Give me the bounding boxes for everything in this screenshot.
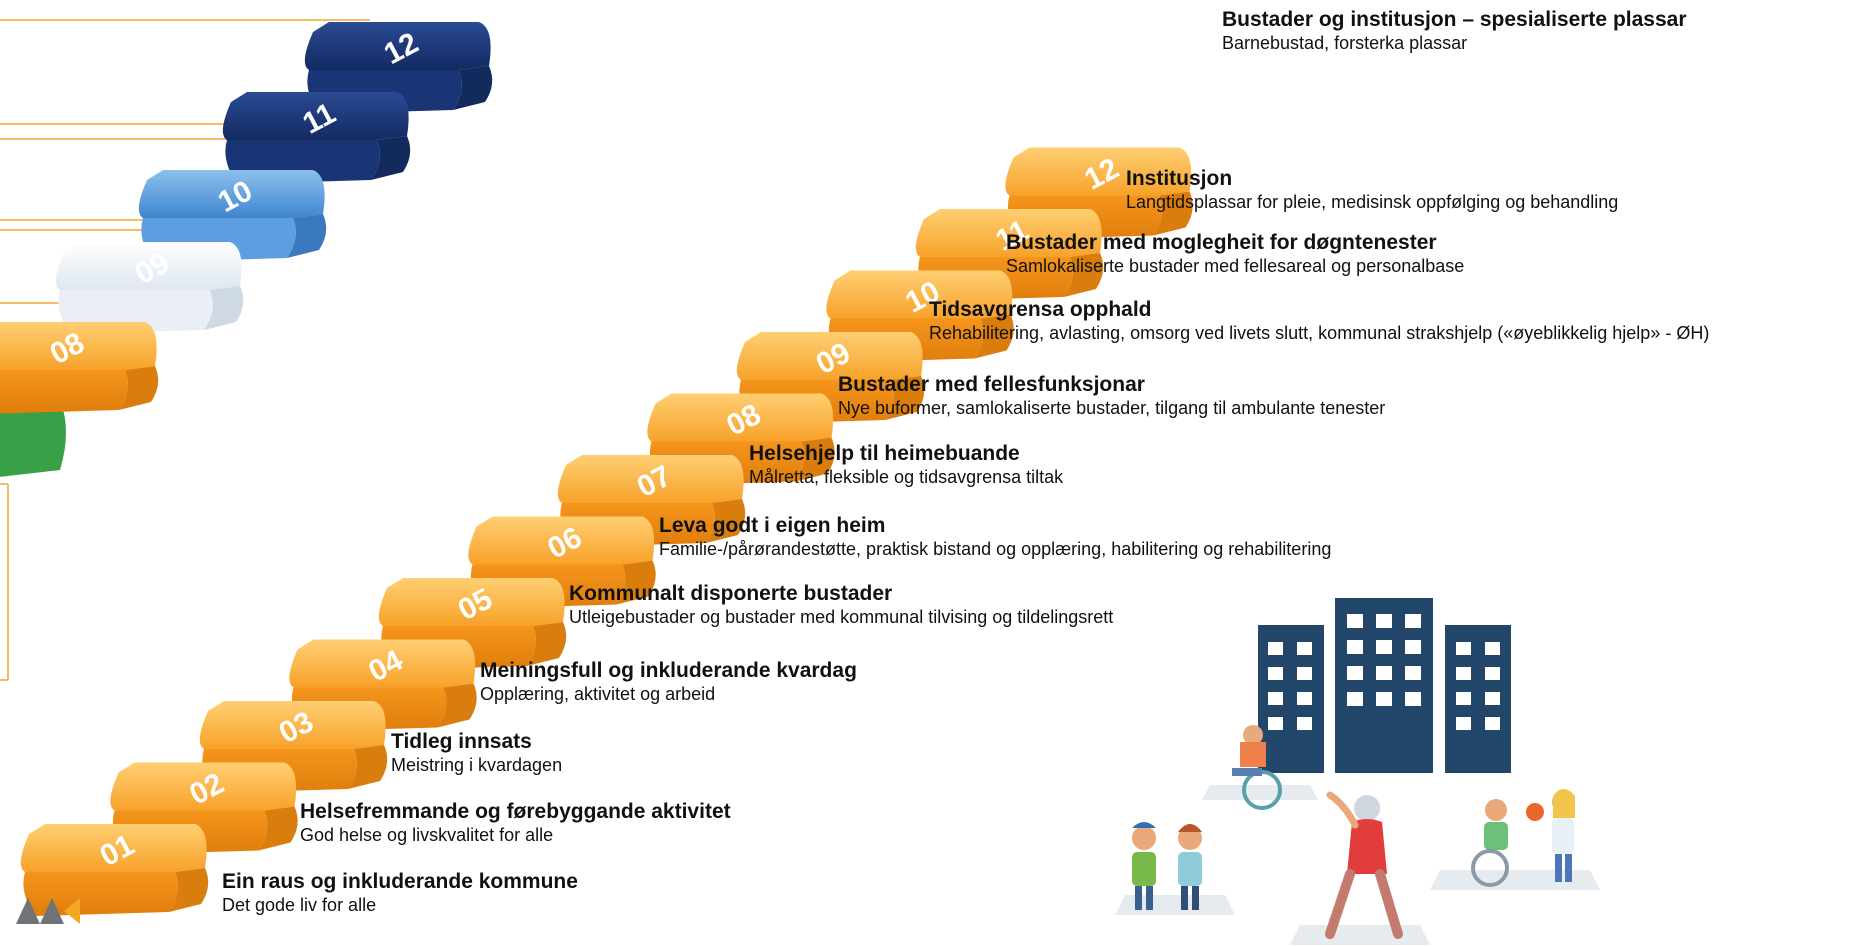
step-subtitle: Opplæring, aktivitet og arbeid (480, 684, 716, 705)
step-subtitle: Utleigebustader og bustader med kommunal… (569, 607, 1114, 628)
step-subtitle: Det gode liv for alle (222, 895, 377, 916)
step-08-top (647, 393, 834, 442)
step-05-top (378, 578, 565, 626)
step-01-side (169, 868, 209, 912)
step-11-top (915, 209, 1102, 257)
step-12-side (1153, 191, 1193, 236)
step-subtitle: Meistring i kvardagen (391, 755, 563, 776)
step-07-side (706, 499, 746, 543)
left-step-08-top (0, 322, 157, 370)
step-10-top (826, 270, 1013, 319)
step-09-top (736, 332, 923, 380)
city-people-illustration (1115, 598, 1600, 945)
step-title: Tidsavgrensa opphald (929, 298, 1152, 321)
step-title: Bustader med fellesfunksjonar (838, 373, 1145, 396)
step-title: Kommunalt disponerte bustader (569, 582, 893, 605)
left-step-10-side (287, 214, 327, 258)
step-10-side (974, 314, 1014, 359)
left-step-09-side (204, 286, 244, 330)
left-step-07-partial (0, 400, 66, 477)
left-step-08-side (119, 366, 159, 410)
step-label-12: Bustader og institusjon – spesialiserte … (1222, 8, 1687, 54)
building-windows (1268, 614, 1500, 730)
left-step-12-top (304, 22, 491, 70)
step-label-10: Bustader med moglegheit for døgntenester… (1006, 231, 1464, 277)
step-title: Ein raus og inkluderande kommune (222, 870, 578, 893)
children-group (1132, 822, 1202, 910)
step-subtitle: Nye buformer, samlokaliserte bustader, t… (838, 398, 1386, 419)
step-04-top (289, 639, 476, 688)
step-label-02: Helsefremmande og førebyggande aktivitet… (300, 800, 731, 846)
step-11-side (1064, 253, 1104, 297)
step-08-side (795, 437, 835, 482)
step-01-front (23, 872, 178, 916)
left-step-09-top (55, 242, 242, 290)
step-08: 08 (647, 393, 835, 486)
stretching-elder (1325, 791, 1403, 939)
step-title: Institusjon (1126, 167, 1233, 190)
step-subtitle: Målretta, fleksible og tidsavgrensa tilt… (749, 467, 1064, 488)
left-step-11-side (371, 136, 411, 180)
wheelchair-person-top (1232, 725, 1282, 810)
step-title: Helsefremmande og førebyggande aktivitet (300, 800, 731, 823)
step-06-top (468, 516, 655, 565)
logo-icon (16, 898, 80, 924)
step-subtitle: Samlokaliserte bustader med fellesareal … (1006, 256, 1465, 277)
step-02-top (110, 762, 297, 811)
step-title: Leva godt i eigen heim (659, 514, 886, 537)
step-subtitle: God helse og livskvalitet for alle (300, 825, 554, 846)
step-09-side (885, 376, 925, 420)
step-07-top (557, 455, 744, 503)
step-01: 01 (20, 824, 209, 916)
building-left (1258, 625, 1324, 773)
step-03-top (199, 701, 386, 749)
left-step-08-front (0, 370, 128, 414)
left-step-12-side (453, 66, 493, 110)
step-subtitle: Langtidsplassar for pleie, medisinsk opp… (1126, 192, 1619, 213)
step-04-side (437, 683, 477, 728)
left-step-09: 09 (55, 242, 244, 334)
step-title: Tidleg innsats (391, 730, 532, 753)
left-step-11-top (222, 92, 409, 140)
step-06-side (616, 560, 656, 605)
step-title: Bustader og institusjon – spesialiserte … (1222, 8, 1687, 31)
wheelchair-ball-group (1471, 789, 1575, 887)
step-02-side (258, 806, 298, 851)
step-05-side (527, 622, 567, 666)
step-subtitle: Familie-/pårørandestøtte, praktisk bista… (659, 539, 1332, 560)
left-step-08: 08 (0, 322, 159, 414)
left-step-10-top (138, 170, 325, 218)
step-subtitle: Barnebustad, forsterka plassar (1222, 33, 1468, 54)
step-12-top (1005, 147, 1192, 196)
step-03-side (348, 745, 388, 789)
step-title: Meiningsfull og inkluderande kvardag (480, 659, 857, 682)
step-subtitle: Rehabilitering, avlasting, omsorg ved li… (929, 323, 1710, 344)
step-title: Helsehjelp til heimebuande (749, 442, 1020, 465)
step-01-top (20, 824, 207, 872)
step-title: Bustader med moglegheit for døgntenester (1006, 231, 1437, 254)
building-right (1445, 625, 1511, 773)
